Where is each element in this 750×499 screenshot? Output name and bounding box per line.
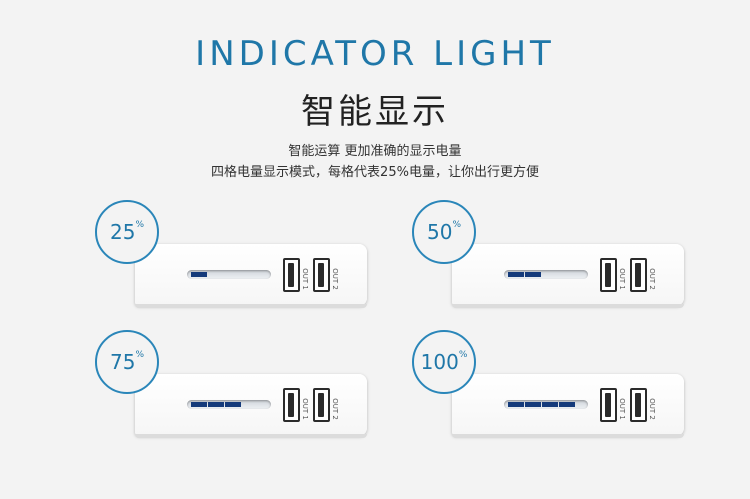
power-bank-device: OUT 1 OUT 2 — [452, 374, 684, 438]
power-bank-device: OUT 1 OUT 2 — [135, 244, 367, 308]
port-label-2: OUT 2 — [331, 398, 339, 420]
battery-indicator — [504, 400, 588, 409]
indicator-segment — [208, 402, 224, 407]
title-english: INDICATOR LIGHT — [195, 34, 555, 74]
port-label-1: OUT 1 — [301, 398, 309, 420]
port-label-2: OUT 2 — [648, 398, 656, 420]
percent-number: 100 — [420, 350, 459, 374]
indicator-segment — [508, 402, 524, 407]
usb-port-1 — [283, 258, 300, 292]
indicator-segment — [542, 402, 558, 407]
port-label-2: OUT 2 — [331, 268, 339, 290]
percent-badge: 75 % — [95, 330, 159, 394]
usb-port-2 — [313, 388, 330, 422]
indicator-segment — [559, 402, 575, 407]
subtitle-line-1: 智能运算 更加准确的显示电量 — [288, 144, 462, 159]
port-label-2: OUT 2 — [648, 268, 656, 290]
indicator-panel-50: 50 % OUT 1 OUT 2 — [412, 200, 702, 320]
subtitle-line-2: 四格电量显示模式，每格代表25%电量，让你出行更方便 — [211, 165, 539, 180]
percent-number: 25 — [109, 220, 136, 244]
indicator-segment — [508, 272, 524, 277]
indicator-segment — [191, 402, 207, 407]
percent-unit: % — [452, 220, 461, 230]
percent-number: 50 — [426, 220, 453, 244]
port-label-1: OUT 1 — [301, 268, 309, 290]
percent-unit: % — [458, 350, 468, 360]
indicator-segment — [191, 272, 207, 277]
percent-badge: 50 % — [412, 200, 476, 264]
battery-indicator — [187, 270, 271, 279]
percent-badge: 100 % — [412, 330, 476, 394]
indicator-panel-25: 25 % OUT 1 OUT 2 — [95, 200, 385, 320]
power-bank-device: OUT 1 OUT 2 — [452, 244, 684, 308]
usb-port-1 — [600, 388, 617, 422]
indicator-panel-100: 100 % OUT 1 OUT 2 — [412, 330, 702, 450]
title-chinese: 智能显示 — [301, 92, 449, 132]
power-bank-device: OUT 1 OUT 2 — [135, 374, 367, 438]
indicator-panel-75: 75 % OUT 1 OUT 2 — [95, 330, 385, 450]
usb-port-2 — [630, 258, 647, 292]
indicator-segment — [525, 402, 541, 407]
battery-indicator — [187, 400, 271, 409]
percent-badge: 25 % — [95, 200, 159, 264]
battery-indicator — [504, 270, 588, 279]
indicator-segment — [225, 402, 241, 407]
usb-port-1 — [283, 388, 300, 422]
usb-port-2 — [313, 258, 330, 292]
percent-unit: % — [135, 220, 144, 230]
usb-port-1 — [600, 258, 617, 292]
port-label-1: OUT 1 — [618, 398, 626, 420]
usb-port-2 — [630, 388, 647, 422]
port-label-1: OUT 1 — [618, 268, 626, 290]
percent-unit: % — [135, 350, 144, 360]
indicator-segment — [525, 272, 541, 277]
percent-number: 75 — [109, 350, 136, 374]
